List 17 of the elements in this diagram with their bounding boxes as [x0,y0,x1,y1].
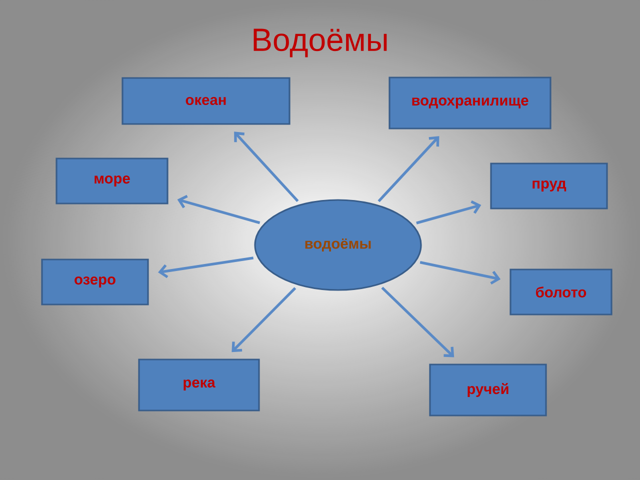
term-box: море [56,158,168,204]
arrow [416,200,482,224]
arrow [378,136,440,202]
arrow [234,132,299,202]
arrow [381,286,454,358]
term-box: река [138,358,260,412]
arrow [177,194,260,224]
arrow [420,261,501,285]
term-box: водохранилище [388,76,552,130]
term-box: ручей [429,364,547,416]
term-box: пруд [490,162,608,210]
term-box: озеро [41,258,149,306]
arrow [158,256,254,278]
arrow [232,287,296,352]
term-box: болото [510,268,612,316]
title: Водоёмы [254,28,387,58]
term-box: океан [122,77,290,125]
